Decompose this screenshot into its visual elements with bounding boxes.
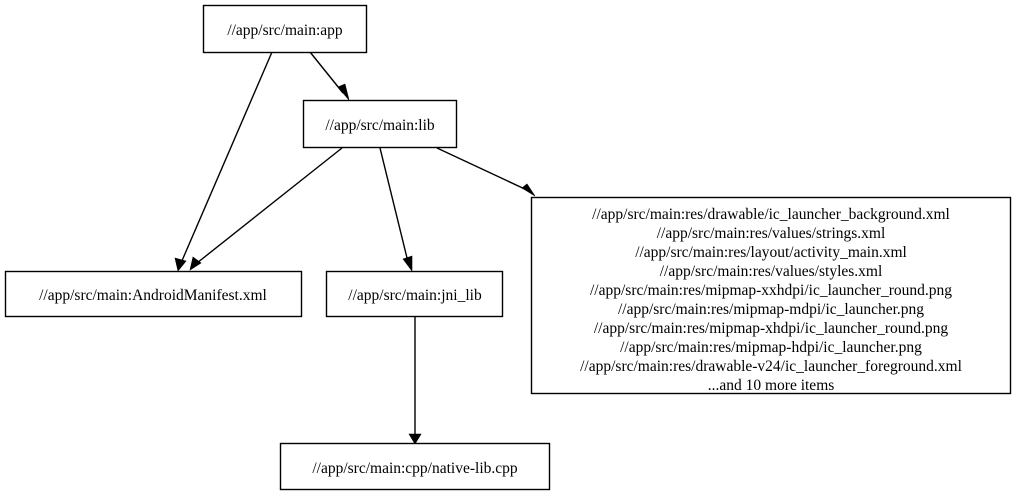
- node-lib-label: //app/src/main:lib: [325, 117, 435, 134]
- resource-line: //app/src/main:res/mipmap-xhdpi/ic_launc…: [594, 320, 949, 337]
- resource-line-more: ...and 10 more items: [708, 377, 835, 394]
- edge-line-lib-resources: [436, 147, 530, 192]
- edge-lib-to-resources: [436, 147, 536, 197]
- resource-line: //app/src/main:res/drawable/ic_launcher_…: [592, 206, 950, 223]
- node-resources-cluster[interactable]: //app/src/main:res/drawable/ic_launcher_…: [530, 196, 1012, 395]
- resource-line: //app/src/main:res/mipmap-xxhdpi/ic_laun…: [590, 282, 952, 299]
- arrowhead-lib-jni: [402, 255, 413, 272]
- arrowhead-lib-resources: [521, 183, 536, 197]
- edge-jni-lib-to-native-lib: [408, 317, 422, 445]
- node-app[interactable]: //app/src/main:app: [202, 4, 368, 54]
- node-jni-lib[interactable]: //app/src/main:jni_lib: [325, 270, 504, 318]
- arrowhead-lib-manifest: [189, 256, 202, 271]
- node-native-lib-cpp-box[interactable]: [279, 442, 551, 491]
- node-android-manifest[interactable]: //app/src/main:AndroidManifest.xml: [4, 270, 303, 318]
- edge-line-app-lib: [309, 51, 344, 94]
- node-native-lib-cpp-label: //app/src/main:cpp/native-lib.cpp: [312, 460, 518, 477]
- resource-line: //app/src/main:res/mipmap-hdpi/ic_launch…: [620, 339, 922, 356]
- resource-line: //app/src/main:res/drawable-v24/ic_launc…: [580, 358, 962, 375]
- resource-line: //app/src/main:res/layout/activity_main.…: [635, 244, 907, 261]
- resource-line: //app/src/main:res/values/strings.xml: [657, 225, 886, 242]
- edge-line-lib-manifest: [196, 147, 343, 264]
- node-app-box[interactable]: [202, 4, 368, 54]
- edge-app-to-lib: [309, 51, 350, 101]
- edge-lib-to-manifest: [189, 147, 343, 271]
- node-lib[interactable]: //app/src/main:lib: [302, 99, 458, 149]
- arrowhead-jni-native: [408, 433, 422, 445]
- resource-line: //app/src/main:res/values/styles.xml: [660, 263, 883, 280]
- node-lib-box[interactable]: [302, 99, 458, 149]
- edge-line-app-manifest: [180, 51, 273, 264]
- node-resources-cluster-box[interactable]: [530, 196, 1012, 395]
- arrowhead-app-lib: [337, 83, 350, 101]
- node-android-manifest-label: //app/src/main:AndroidManifest.xml: [39, 287, 267, 304]
- node-jni-lib-label: //app/src/main:jni_lib: [348, 287, 482, 304]
- node-jni-lib-box[interactable]: [325, 270, 504, 318]
- edge-lib-to-jni-lib: [379, 147, 413, 272]
- edge-line-lib-jni: [379, 147, 409, 263]
- node-android-manifest-box[interactable]: [4, 270, 303, 318]
- edge-app-to-manifest: [174, 51, 273, 272]
- node-native-lib-cpp[interactable]: //app/src/main:cpp/native-lib.cpp: [279, 442, 551, 491]
- arrowhead-app-manifest: [174, 257, 187, 272]
- resource-line: //app/src/main:res/mipmap-mdpi/ic_launch…: [618, 301, 924, 318]
- node-app-label: //app/src/main:app: [227, 22, 343, 39]
